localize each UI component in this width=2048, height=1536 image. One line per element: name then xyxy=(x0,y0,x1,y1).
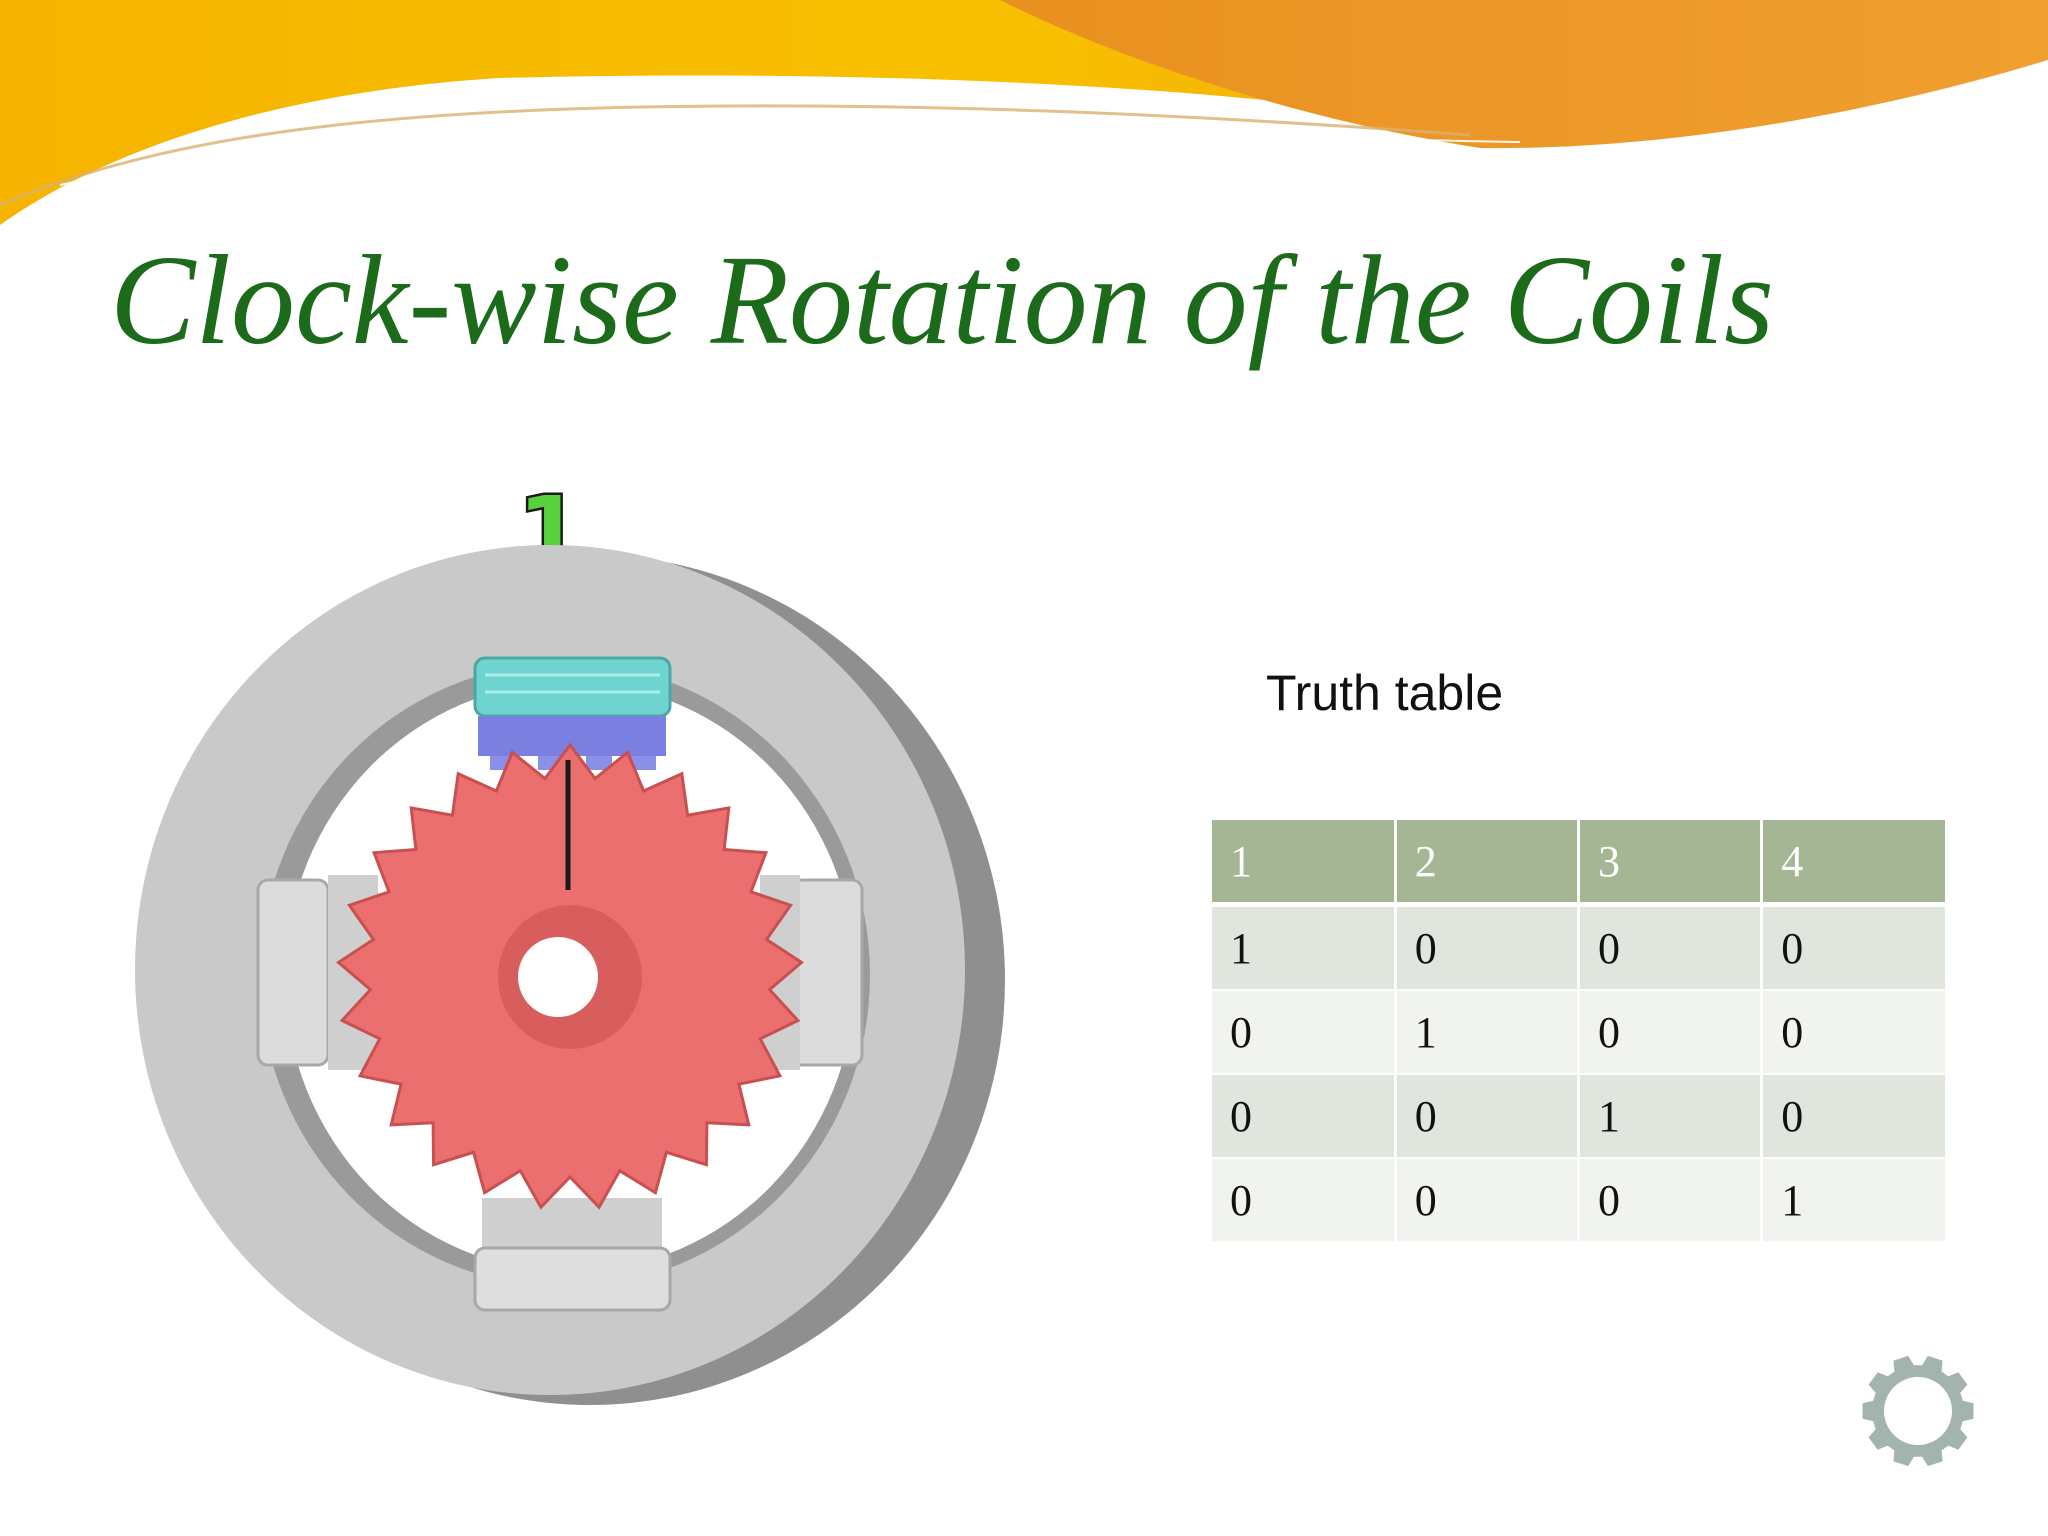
table-cell: 0 xyxy=(1761,904,1945,990)
table-cell: 0 xyxy=(1395,904,1581,990)
table-cell: 1 xyxy=(1395,990,1581,1074)
table-cell: 0 xyxy=(1578,904,1764,990)
coil-bottom xyxy=(473,1198,672,1312)
table-row: 1 0 0 0 xyxy=(1212,904,1945,990)
gear-outline-icon xyxy=(1862,1355,1974,1467)
header-cell: 3 xyxy=(1578,820,1764,907)
truth-table-label: Truth table xyxy=(1266,665,1504,721)
table-cell: 1 xyxy=(1578,1074,1764,1158)
table-cell: 0 xyxy=(1212,990,1397,1074)
table-cell: 1 xyxy=(1212,904,1397,990)
table-cell: 0 xyxy=(1761,1074,1945,1158)
table-row: 0 0 1 0 xyxy=(1212,1074,1945,1158)
header-wave-banner xyxy=(0,0,2048,225)
stepper-motor-diagram: 1 xyxy=(135,475,1005,1405)
table-cell: 0 xyxy=(1578,990,1764,1074)
coil-top xyxy=(473,656,672,770)
table-cell: 0 xyxy=(1578,1158,1764,1242)
slide-title: Clock-wise Rotation of the Coils xyxy=(110,229,1774,371)
header-cell: 2 xyxy=(1395,820,1581,907)
table-row: 0 0 0 1 xyxy=(1212,1158,1945,1242)
table-cell: 0 xyxy=(1395,1158,1581,1242)
header-cell: 4 xyxy=(1761,820,1945,907)
rotor-gear xyxy=(336,742,804,1210)
table-row: 0 1 0 0 xyxy=(1212,990,1945,1074)
table-cell: 0 xyxy=(1395,1074,1581,1158)
table-cell: 0 xyxy=(1212,1158,1397,1242)
header-cell: 1 xyxy=(1212,820,1397,907)
truth-table: 1 2 3 4 1 0 0 0 0 1 0 0 0 0 1 0 0 0 0 1 xyxy=(1212,820,1945,1243)
table-header-row: 1 2 3 4 xyxy=(1212,820,1945,907)
table-cell: 0 xyxy=(1212,1074,1397,1158)
table-cell: 0 xyxy=(1761,990,1945,1074)
table-cell: 1 xyxy=(1761,1158,1945,1242)
